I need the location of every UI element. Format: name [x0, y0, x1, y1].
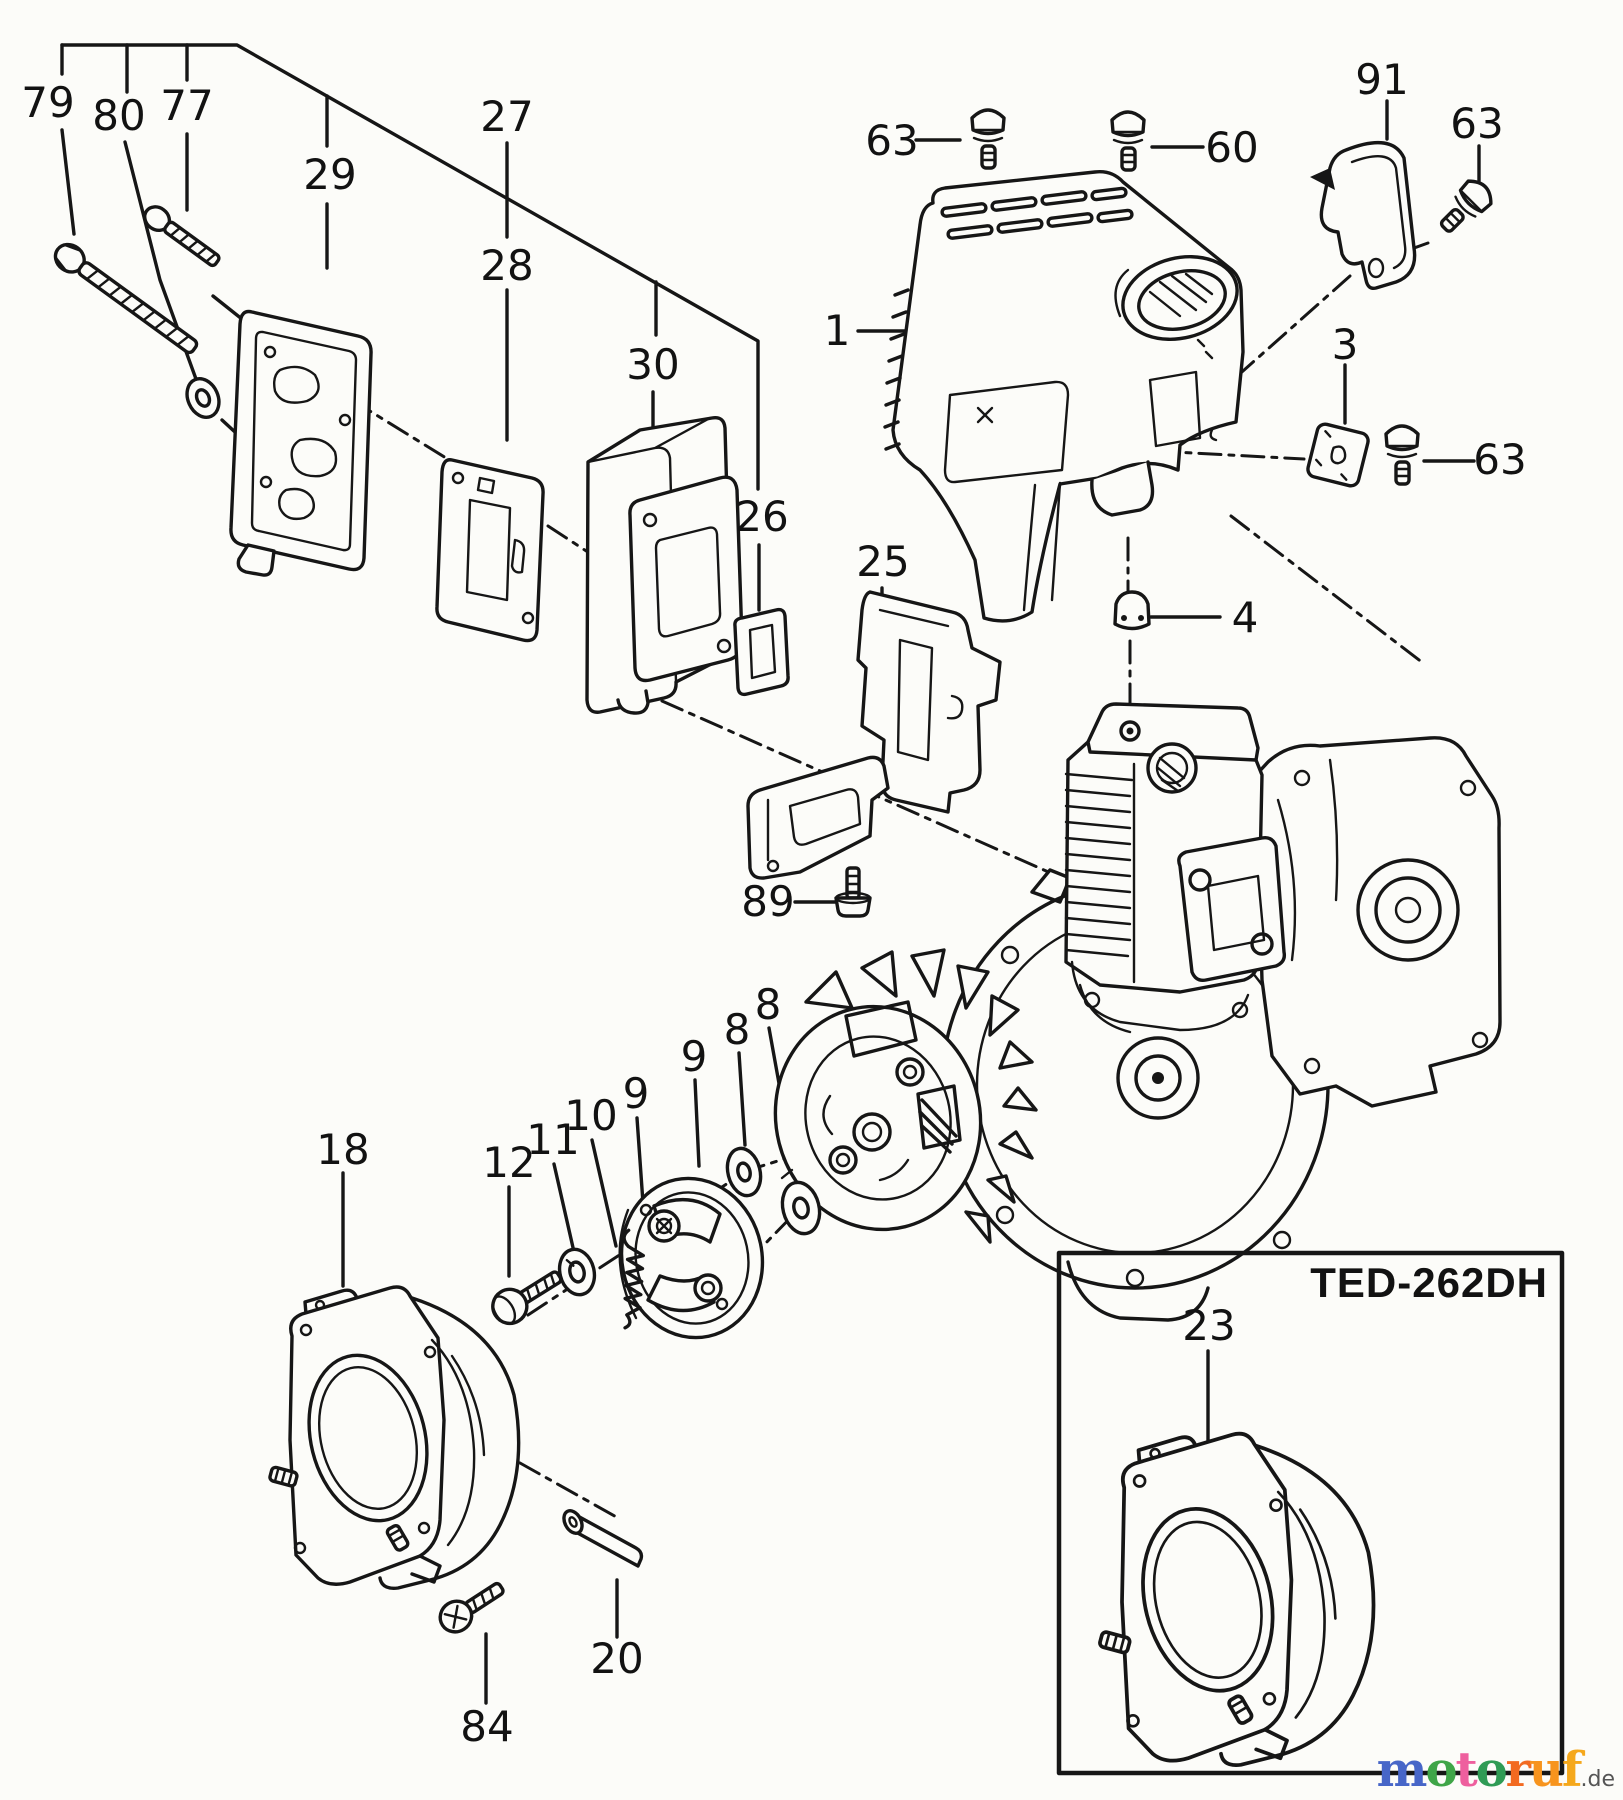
part-label-63-screw: 63 — [1450, 99, 1504, 148]
watermark-letter-u: u — [1528, 1742, 1564, 1798]
screw-89 — [834, 866, 872, 918]
inset-box-ted262dh — [1056, 1250, 1565, 1776]
part-label-9-clutch-drum: 9 — [680, 1032, 708, 1081]
part-label-60-screw: 60 — [1205, 123, 1259, 172]
gasket-28 — [435, 458, 545, 643]
pin-20 — [562, 1509, 644, 1568]
part-label-26-exhaust-gasket: 26 — [735, 492, 789, 541]
engine-cover-1 — [883, 170, 1245, 623]
part-label-79-muffler-bolt-long: 79 — [21, 78, 75, 127]
cover-louvers — [883, 186, 1134, 451]
part-label-18-fan-housing: 18 — [316, 1125, 370, 1174]
watermark-letter-f: f — [1561, 1742, 1583, 1798]
muffler-cover-29 — [229, 309, 373, 577]
watermark-letter-m: m — [1376, 1742, 1428, 1798]
part-label-63-screw: 63 — [1473, 435, 1527, 484]
stopper-bracket-91 — [1310, 140, 1417, 291]
part-label-4-grommet: 4 — [1231, 593, 1259, 642]
cushion-pad-3 — [1306, 422, 1370, 488]
part-label-28-muffler-body-gasket: 28 — [480, 241, 534, 290]
screw-63-top-left — [970, 108, 1006, 170]
washer-80 — [185, 377, 221, 419]
watermark-letter-o: o — [1425, 1742, 1457, 1798]
model-label: TED-262DH — [1310, 1259, 1548, 1306]
part-label-80-washer: 80 — [92, 91, 146, 140]
gasket-26 — [733, 607, 790, 697]
clutch-assembly — [618, 1176, 765, 1340]
part-label-20-pin: 20 — [590, 1634, 644, 1683]
part-label-1-engine-cover: 1 — [823, 306, 851, 355]
washer-8-a — [725, 1146, 763, 1198]
screw-63-right — [1384, 424, 1420, 486]
grommet-4 — [1113, 590, 1151, 631]
clutch-spring-10 — [622, 1228, 645, 1330]
screw-84 — [438, 1581, 505, 1634]
part-label-84-screw: 84 — [460, 1702, 514, 1751]
watermark-letter-r: r — [1505, 1742, 1531, 1798]
washer-11 — [557, 1247, 597, 1297]
fan-housing-18 — [268, 1285, 521, 1590]
watermark-logo[interactable]: motoruf.de — [1377, 1746, 1615, 1794]
fan-housing-23 — [1097, 1431, 1376, 1767]
part-label-77-muffler-bolt: 77 — [160, 81, 214, 130]
part-label-29-muffler-cover: 29 — [303, 150, 357, 199]
part-label-89-screw: 89 — [741, 877, 795, 926]
part-label-9-clutch-shoe: 9 — [622, 1069, 650, 1118]
screw-60 — [1110, 110, 1146, 172]
engine-block — [940, 702, 1502, 1322]
flywheel — [773, 948, 1038, 1244]
part-label-8-washer: 8 — [754, 980, 782, 1029]
watermark-letter-t: t — [1455, 1742, 1477, 1798]
part-label-23-fan-housing-ted262dh: 23 — [1182, 1301, 1236, 1350]
bolt-12 — [491, 1270, 563, 1326]
part-label-3-cushion-pad: 3 — [1331, 320, 1359, 369]
part-label-30-muffler-body: 30 — [626, 340, 680, 389]
heat-shield-25 — [746, 590, 1002, 880]
part-label-27-muffler-gasket: 27 — [480, 92, 534, 141]
washer-8-b — [780, 1180, 822, 1236]
watermark-letters: motoruf — [1376, 1742, 1583, 1798]
part-label-12-clutch-bolt: 12 — [482, 1138, 536, 1187]
part-label-11-washer: 11 — [526, 1115, 580, 1164]
bolt-79 — [53, 242, 199, 355]
part-label-63-screw: 63 — [865, 116, 919, 165]
muffler-body-30 — [585, 416, 744, 715]
part-label-10-clutch-spring: 10 — [564, 1091, 618, 1140]
bolt-77 — [143, 205, 221, 268]
part-label-91-stopper-bracket: 91 — [1355, 55, 1409, 104]
part-label-25-muffler-heat-shield: 25 — [856, 537, 910, 586]
watermark-letter-o: o — [1475, 1742, 1508, 1798]
part-label-8-washer: 8 — [723, 1005, 751, 1054]
watermark-suffix: .de — [1580, 1767, 1616, 1792]
screw-63-top-right — [1431, 173, 1499, 241]
